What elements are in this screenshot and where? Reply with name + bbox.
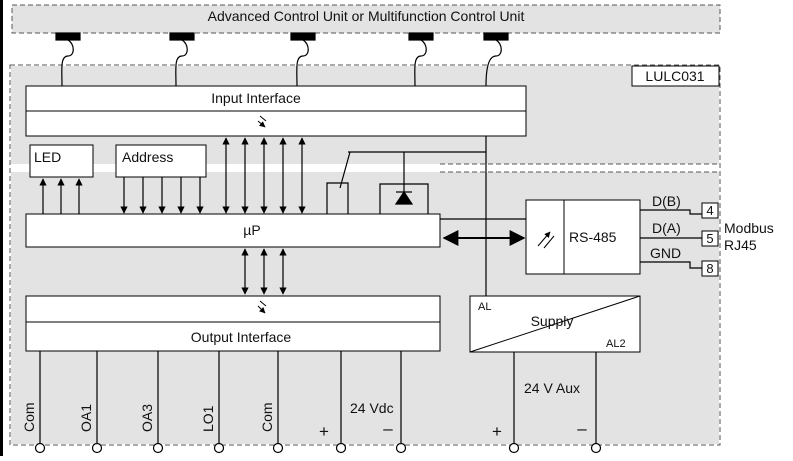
led-block: LED [29, 144, 94, 178]
address-arrows [120, 177, 204, 214]
output-interface-block: Output Interface [25, 295, 441, 352]
input-bus-arrows [222, 137, 306, 214]
controller-connectors [55, 32, 509, 87]
output-bus-arrows [241, 248, 287, 295]
connector-line1: Modbus [724, 220, 774, 236]
signal-da: D(A) 5 [652, 220, 719, 247]
terminal-label-com-2: Com [259, 402, 275, 432]
vdc-minus-sign: – [383, 419, 393, 438]
input-interface-label: Input Interface [211, 90, 301, 106]
vdc-label: 24 Vdc [350, 400, 394, 416]
input-interface-block: Input Interface [25, 85, 527, 137]
vdc-plus-sign: + [319, 422, 329, 441]
signal-db-label: D(B) [652, 193, 681, 209]
supply-mark-top: AL [478, 301, 491, 313]
terminal-label-oa1: OA1 [78, 404, 94, 432]
rs485-label: RS-485 [569, 229, 617, 245]
signal-gnd: GND 8 [650, 245, 719, 277]
terminal-points [34, 442, 602, 454]
led-arrows [39, 178, 83, 215]
terminal-leads [39, 351, 597, 444]
rs485-block: RS-485 [525, 199, 641, 275]
terminal-aux-plus [508, 442, 520, 454]
aux-minus-sign: – [577, 419, 587, 438]
terminal-oa3 [152, 442, 164, 454]
module-code: LULC031 [645, 68, 704, 84]
module-code-label: LULC031 [631, 65, 720, 87]
terminal-oa1 [91, 442, 103, 454]
microprocessor-block: µP [25, 213, 526, 248]
signal-gnd-label: GND [650, 245, 681, 261]
terminal-label-oa3: OA3 [139, 404, 155, 432]
bus-signal-lines [640, 209, 702, 269]
supply-mark-bottom: AL2 [606, 338, 626, 350]
aux-plus-sign: + [492, 422, 502, 441]
led-label: LED [34, 149, 61, 165]
microprocessor-label: µP [243, 222, 260, 238]
terminal-lo1 [213, 442, 225, 454]
optocoupler-icon [257, 115, 267, 128]
optocoupler-icon [537, 231, 555, 249]
pin-8: 8 [706, 261, 713, 276]
terminal-24vdc-minus [395, 442, 407, 454]
control-unit-box: Advanced Control Unit or Multifunction C… [11, 4, 721, 34]
pin-5: 5 [706, 231, 713, 246]
signal-da-label: D(A) [652, 220, 681, 236]
supply-label: Supply [531, 313, 574, 329]
control-unit-title: Advanced Control Unit or Multifunction C… [208, 8, 525, 24]
address-label: Address [122, 149, 173, 165]
output-interface-label: Output Interface [191, 329, 292, 345]
aux-label: 24 V Aux [524, 380, 580, 396]
terminal-24vdc-plus [335, 442, 347, 454]
pin-4: 4 [706, 203, 713, 218]
terminal-label-lo1: LO1 [200, 405, 216, 432]
connector-line2: RJ45 [724, 237, 757, 253]
switch-diode-network [326, 136, 487, 296]
terminal-com-1 [34, 442, 46, 454]
optocoupler-icon [257, 300, 267, 314]
address-block: Address [115, 144, 207, 178]
terminal-label-com-1: Com [21, 402, 37, 432]
supply-block: AL Supply AL2 [469, 295, 641, 353]
left-edge-bar [0, 0, 3, 456]
terminal-aux-minus [590, 442, 602, 454]
terminal-com-2 [272, 442, 284, 454]
signal-db: D(B) 4 [652, 193, 719, 219]
